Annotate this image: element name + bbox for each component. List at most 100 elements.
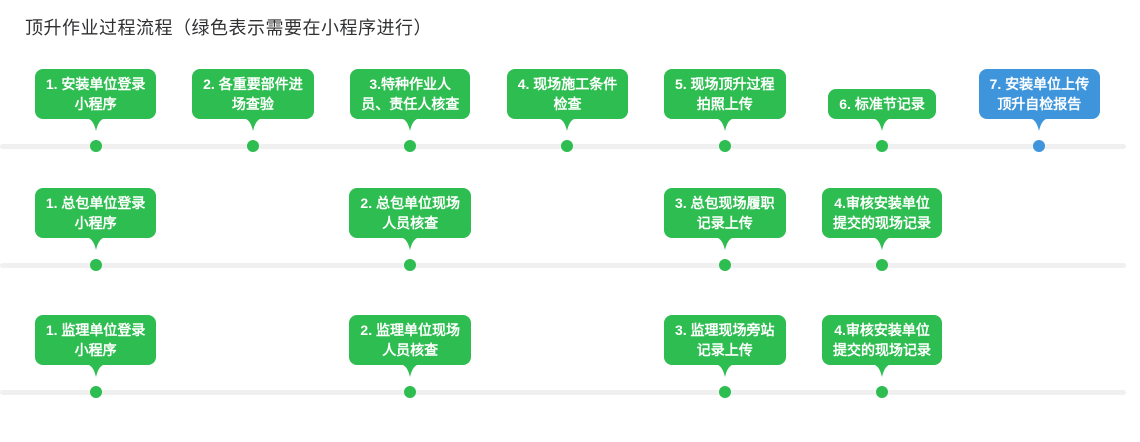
- flow-step: 5. 现场顶升过程 拍照上传: [646, 64, 803, 152]
- flow-step: 2. 各重要部件进 场查验: [174, 64, 331, 152]
- step-label: 记录上传: [696, 215, 753, 231]
- badge-pointer-icon: [86, 364, 105, 377]
- timeline-dot: [246, 140, 259, 152]
- step-label: 记录上传: [696, 342, 753, 358]
- flow-step: 3.特种作业人 员、责任人核查: [332, 64, 489, 152]
- timeline-dot: [404, 259, 417, 271]
- timeline-dot: [876, 259, 889, 271]
- badge-pointer-icon: [715, 364, 734, 377]
- flow-row-supervision: 1. 监理单位登录 小程序 2. 监理单位现场 人员核查 3. 监理现场旁站: [0, 310, 1140, 398]
- step-label: 4. 现场施工条件: [517, 76, 618, 92]
- step-label: 员、责任人核查: [361, 96, 460, 112]
- flow-step-empty: [489, 183, 646, 271]
- badge-pointer-icon: [715, 118, 734, 131]
- flow-step: 4. 现场施工条件 检查: [489, 64, 646, 152]
- badge-pointer-icon: [558, 118, 577, 131]
- flow-step: 2. 总包单位现场 人员核查: [332, 183, 489, 271]
- step-label: 人员核查: [382, 342, 439, 358]
- step-label: 7. 安装单位上传: [989, 76, 1090, 92]
- step-label: 3. 监理现场旁站: [674, 322, 775, 338]
- step-label: 3.特种作业人: [369, 76, 452, 92]
- flow-step: 7. 安装单位上传 顶升自检报告: [961, 64, 1118, 152]
- timeline-dot: [718, 386, 731, 398]
- flow-step-empty: [961, 183, 1118, 271]
- badge-pointer-icon: [715, 237, 734, 250]
- step-badge: 2. 总包单位现场 人员核查: [349, 188, 471, 238]
- badge-pointer-icon: [873, 118, 892, 131]
- badge-pointer-icon: [873, 364, 892, 377]
- step-badge: 1. 总包单位登录 小程序: [34, 188, 157, 238]
- step-label: 1. 安装单位登录: [45, 76, 146, 92]
- step-badge: 3. 总包现场履职 记录上传: [663, 188, 786, 238]
- step-badge: 7. 安装单位上传 顶升自检报告: [978, 69, 1101, 119]
- flow-step: 3. 总包现场履职 记录上传: [646, 183, 803, 271]
- badge-pointer-icon: [873, 237, 892, 250]
- flow-step: 6. 标准节记录: [803, 64, 960, 152]
- flow-step-empty: [489, 310, 646, 398]
- step-label: 3. 总包现场履职: [674, 195, 775, 211]
- page-title: 顶升作业过程流程（绿色表示需要在小程序进行）: [25, 18, 432, 38]
- badge-pointer-icon: [401, 118, 420, 131]
- step-label: 小程序: [74, 342, 117, 358]
- flow-step-empty: [961, 310, 1118, 398]
- step-label: 场查验: [231, 96, 274, 112]
- step-badge: 4.审核安装单位 提交的现场记录: [822, 315, 943, 365]
- timeline-dot: [561, 140, 574, 152]
- step-badge: 2. 监理单位现场 人员核查: [349, 315, 471, 365]
- step-label: 1. 监理单位登录: [45, 322, 146, 338]
- flow-step: 1. 监理单位登录 小程序: [17, 310, 174, 398]
- step-label: 2. 总包单位现场: [360, 195, 460, 211]
- step-label: 2. 监理单位现场: [360, 322, 460, 338]
- step-label: 提交的现场记录: [833, 215, 932, 231]
- timeline-dot: [1033, 140, 1046, 152]
- step-badge: 1. 安装单位登录 小程序: [34, 69, 157, 119]
- flow-step: 1. 总包单位登录 小程序: [17, 183, 174, 271]
- flow-step: 1. 安装单位登录 小程序: [17, 64, 174, 152]
- step-label: 小程序: [74, 215, 117, 231]
- timeline-track: [0, 262, 1126, 268]
- step-badge: 3. 监理现场旁站 记录上传: [663, 315, 786, 365]
- timeline-dot: [404, 386, 417, 398]
- timeline-dot: [718, 140, 731, 152]
- step-badge: 2. 各重要部件进 场查验: [192, 69, 314, 119]
- badge-pointer-icon: [401, 237, 420, 250]
- timeline-dot: [89, 386, 102, 398]
- badge-pointer-icon: [86, 237, 105, 250]
- flow-step: 4.审核安装单位 提交的现场记录: [803, 310, 960, 398]
- flow-step-empty: [174, 183, 331, 271]
- flow-step: 2. 监理单位现场 人员核查: [332, 310, 489, 398]
- flow-step-empty: [174, 310, 331, 398]
- step-label: 4.审核安装单位: [834, 322, 930, 338]
- step-label: 拍照上传: [696, 96, 753, 112]
- step-label: 6. 标准节记录: [839, 96, 925, 112]
- badge-pointer-icon: [401, 364, 420, 377]
- flow-row-installation: 1. 安装单位登录 小程序 2. 各重要部件进 场查验 3.特种作业人 员、责任…: [0, 64, 1140, 152]
- step-label: 检查: [553, 96, 582, 112]
- step-label: 4.审核安装单位: [834, 195, 930, 211]
- step-label: 小程序: [74, 96, 117, 112]
- timeline-track: [0, 389, 1126, 395]
- step-badge: 1. 监理单位登录 小程序: [34, 315, 157, 365]
- step-label: 顶升自检报告: [997, 96, 1082, 112]
- timeline-dot: [718, 259, 731, 271]
- step-label: 2. 各重要部件进: [203, 76, 303, 92]
- badge-pointer-icon: [86, 118, 105, 131]
- flow-row-contractor: 1. 总包单位登录 小程序 2. 总包单位现场 人员核查 3. 总包现场履职: [0, 183, 1140, 271]
- step-label: 提交的现场记录: [833, 342, 932, 358]
- timeline-dot: [89, 140, 102, 152]
- flow-step: 3. 监理现场旁站 记录上传: [646, 310, 803, 398]
- step-badge: 5. 现场顶升过程 拍照上传: [663, 69, 786, 119]
- timeline-dot: [404, 140, 417, 152]
- flow-step: 4.审核安装单位 提交的现场记录: [803, 183, 960, 271]
- step-badge: 4.审核安装单位 提交的现场记录: [822, 188, 943, 238]
- step-badge: 4. 现场施工条件 检查: [506, 69, 629, 119]
- step-label: 5. 现场顶升过程: [674, 76, 775, 92]
- badge-pointer-icon: [1030, 118, 1049, 131]
- step-badge: 3.特种作业人 员、责任人核查: [350, 69, 471, 119]
- step-badge: 6. 标准节记录: [828, 89, 936, 119]
- step-label: 人员核查: [382, 215, 439, 231]
- step-label: 1. 总包单位登录: [45, 195, 146, 211]
- timeline-dot: [89, 259, 102, 271]
- badge-pointer-icon: [243, 118, 262, 131]
